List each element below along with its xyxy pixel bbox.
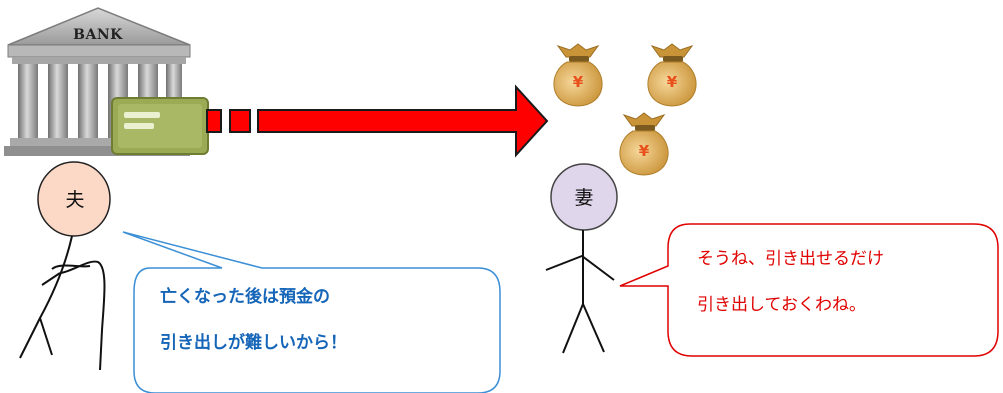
transfer-arrow (206, 84, 549, 158)
husband-head (37, 161, 111, 237)
wife-label: 妻 (574, 187, 594, 209)
wife-speech-line-1: そうね、引き出せるだけ (697, 249, 884, 269)
money-bag-icon (647, 43, 697, 107)
wife-speech-line-2: 引き出しておくわね。 (697, 295, 866, 315)
husband-label: 夫 (65, 189, 85, 211)
money-bag-icon (619, 112, 669, 176)
wife-figure (545, 163, 618, 354)
husband-speech-line-2: 引き出しが難しいから！ (160, 333, 347, 353)
husband-speech-line-1: 亡くなった後は預金の (160, 287, 330, 307)
husband-figure (19, 161, 111, 371)
yen-symbol: ¥ (572, 73, 584, 91)
bank-title: BANK (73, 27, 123, 43)
yen-symbol: ¥ (638, 142, 650, 160)
yen-symbol: ¥ (666, 73, 678, 91)
money-bag-icon (553, 43, 603, 107)
wife-speech-bubble (619, 223, 999, 357)
bank-card-icon (111, 97, 209, 155)
